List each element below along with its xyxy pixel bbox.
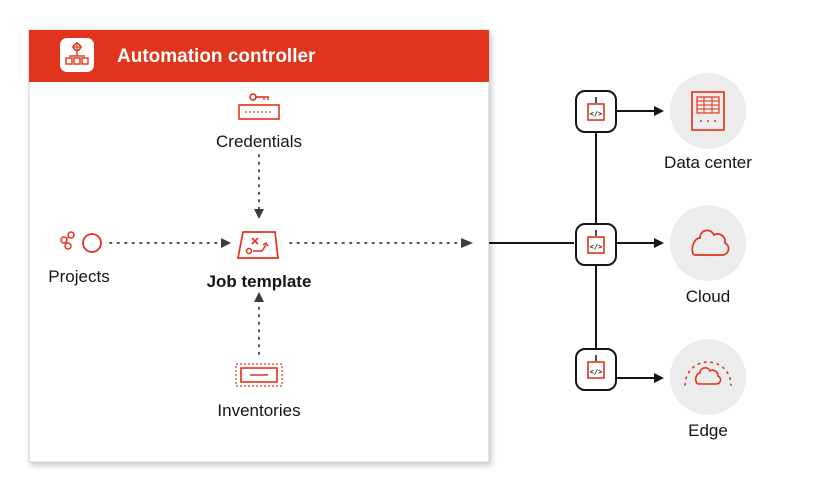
projects-icon bbox=[60, 231, 102, 253]
job-template-label: Job template bbox=[207, 272, 312, 291]
credentials-node: Credentials bbox=[216, 93, 302, 151]
automation-controller-icon bbox=[60, 38, 94, 72]
job-template-node: Job template bbox=[207, 231, 312, 291]
edge-label: Edge bbox=[688, 421, 728, 440]
svg-text:</>: </> bbox=[590, 368, 603, 376]
projects-node: Projects bbox=[48, 231, 110, 286]
inventories-label: Inventories bbox=[217, 401, 300, 420]
code-node-icon: </> bbox=[587, 97, 605, 121]
code-node-icon: </> bbox=[587, 230, 605, 254]
code-node-middle: </> bbox=[575, 223, 617, 266]
svg-text:</>: </> bbox=[590, 110, 603, 118]
panel-header bbox=[29, 30, 489, 82]
credentials-label: Credentials bbox=[216, 132, 302, 151]
code-node-icon: </> bbox=[587, 355, 605, 379]
target-cloud: Cloud bbox=[670, 205, 746, 306]
dotted-connectors bbox=[109, 154, 473, 357]
automation-controller-panel: Automation controller bbox=[28, 29, 490, 463]
data-center-label: Data center bbox=[664, 153, 752, 172]
network-lines bbox=[489, 106, 664, 383]
code-node-top: </> bbox=[575, 90, 617, 133]
projects-label: Projects bbox=[48, 267, 109, 286]
svg-text:</>: </> bbox=[590, 243, 603, 251]
key-icon bbox=[238, 93, 280, 120]
data-center-icon bbox=[691, 91, 725, 131]
edge-cloud-icon bbox=[684, 361, 732, 386]
panel-title: Automation controller bbox=[117, 46, 316, 67]
cloud-label: Cloud bbox=[686, 287, 730, 306]
target-data-center: Data center bbox=[664, 73, 752, 172]
inventory-icon bbox=[235, 363, 283, 387]
job-template-icon bbox=[236, 231, 279, 259]
target-edge: Edge bbox=[670, 339, 746, 440]
cloud-icon bbox=[691, 229, 730, 256]
code-node-bottom: </> bbox=[575, 348, 617, 391]
inventories-node: Inventories bbox=[217, 363, 301, 420]
